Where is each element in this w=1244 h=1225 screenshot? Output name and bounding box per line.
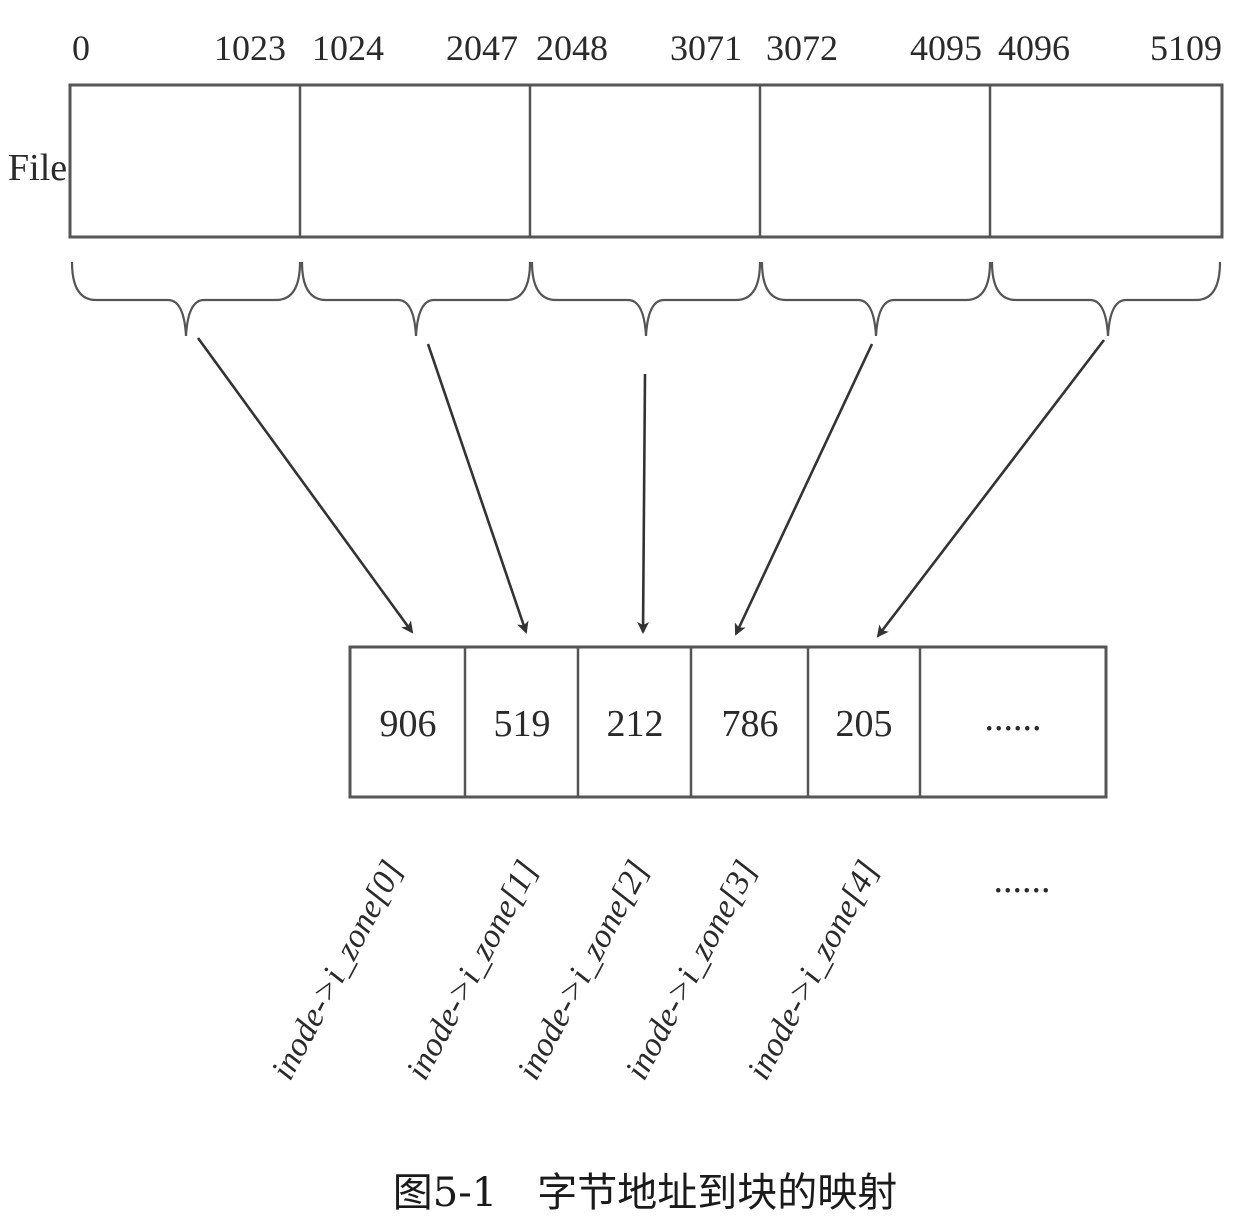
- offset-end-4: 5109: [1150, 28, 1222, 68]
- zone-value-1: 519: [494, 703, 551, 745]
- arrow-block-1: [426, 343, 529, 634]
- file-label: File: [8, 147, 67, 189]
- zone-label-0: inode->i_zone[0]: [264, 855, 410, 1086]
- file-box: [68, 83, 1224, 239]
- zone-label-4: inode->i_zone[4]: [740, 855, 886, 1086]
- zone-label-more: ......: [994, 859, 1051, 901]
- block-braces: [70, 261, 1222, 337]
- offset-start-1: 1024: [312, 28, 384, 68]
- offset-end-2: 3071: [670, 28, 742, 68]
- arrow-block-2: [637, 373, 650, 634]
- offset-start-2: 2048: [536, 28, 608, 68]
- arrow-block-3: [734, 343, 874, 636]
- zone-labels: inode->i_zone[0] inode->i_zone[1] inode-…: [264, 855, 1050, 1086]
- arrow-block-0: [196, 337, 414, 634]
- offset-end-1: 2047: [446, 28, 518, 68]
- zone-table: 906 519 212 786 205 ......: [348, 645, 1108, 799]
- offset-start-4: 4096: [998, 28, 1070, 68]
- zone-value-2: 212: [607, 703, 664, 745]
- zone-value-0: 906: [380, 703, 437, 745]
- zone-value-3: 786: [722, 703, 779, 745]
- offset-end-0: 1023: [214, 28, 286, 68]
- zone-value-4: 205: [836, 703, 893, 745]
- file-offset-labels: 0 1023 1024 2047 2048 3071 3072 4095 409…: [72, 28, 1222, 68]
- offset-start-3: 3072: [766, 28, 838, 68]
- arrow-block-4: [876, 339, 1106, 638]
- mapping-arrows: [196, 337, 1106, 638]
- figure-caption: 图5-1 字节地址到块的映射: [393, 1170, 897, 1216]
- offset-end-3: 4095: [910, 28, 982, 68]
- offset-start-0: 0: [72, 28, 90, 68]
- zone-value-more: ......: [985, 697, 1042, 739]
